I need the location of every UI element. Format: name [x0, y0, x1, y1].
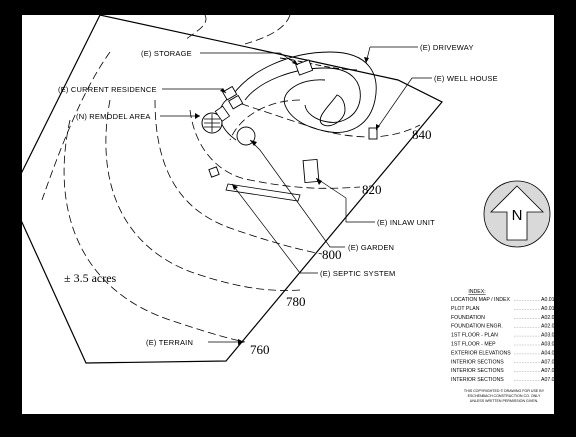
garden-leader	[249, 139, 345, 248]
index-row-sheet: A07.02	[541, 368, 558, 374]
terrain-arrowhead	[238, 339, 244, 345]
label-well-house: (E) WELL HOUSE	[434, 74, 498, 83]
copyright-line-1: THIS COPYRIGHTED © DRAWING FOR USE BY	[464, 389, 545, 393]
index-row-name: INTERIOR SECTIONS	[451, 359, 504, 365]
index-row-name: FOUNDATION ENGR.	[451, 324, 503, 330]
residence-arrowhead	[220, 88, 226, 93]
index-row-name: FOUNDATION	[451, 315, 485, 321]
index-row-sheet: A0.01	[541, 297, 555, 303]
well-house-building	[368, 127, 378, 140]
label-storage: (E) STORAGE	[141, 49, 192, 58]
contour-label-820: 820	[362, 182, 382, 197]
north-arrow: N	[483, 180, 551, 248]
north-arrow-icon	[490, 185, 544, 241]
label-current-residence: (E) CURRENT RESIDENCE	[58, 85, 157, 94]
driveway-path	[279, 57, 361, 71]
contour-top-2	[184, 14, 207, 41]
driveway-inner	[244, 67, 361, 123]
index-row-sheet: A07.01	[541, 359, 558, 365]
remodel-arrowhead	[195, 113, 200, 119]
contour-top-1	[244, 14, 291, 45]
inlaw-unit-leader	[315, 177, 375, 223]
index-row-sheet: A03.02	[541, 342, 558, 348]
index-title: INDEX:	[468, 289, 485, 295]
contour-780	[105, 99, 301, 291]
inlaw-unit-building	[302, 158, 320, 184]
index-row-name: INTERIOR SECTIONS	[451, 377, 504, 383]
index-row-sheet: A04.01	[541, 350, 558, 356]
drawing-area	[22, 15, 554, 414]
driveway	[219, 51, 377, 141]
label-driveway: (E) DRIVEWAY	[420, 43, 474, 52]
storage-leader	[200, 52, 299, 66]
driveway-island	[319, 94, 346, 127]
contour-820	[189, 109, 361, 189]
well-house-leader	[375, 77, 432, 131]
contour-lines	[41, 14, 421, 343]
contour-840	[229, 99, 421, 138]
copyright-line-2: ESCHENBACH CONSTRUCTION CO. ONLY	[468, 394, 541, 398]
septic-field	[225, 183, 301, 202]
contour-label-760: 760	[250, 342, 270, 357]
arrowheads	[195, 57, 380, 345]
copyright-line-3: UNLESS WRITTEN PERMISSION GIVEN.	[470, 399, 539, 403]
label-terrain: (E) TERRAIN	[146, 338, 193, 347]
index-row-name: 1ST FLOOR - PLAN	[451, 333, 498, 339]
remodel-area-hatch	[204, 114, 220, 132]
leader-lines	[160, 46, 432, 343]
label-inlaw-unit: (E) INLAW UNIT	[377, 218, 435, 227]
remodel-area-symbol	[201, 105, 231, 134]
small-shed	[208, 166, 220, 178]
remodel-area-addition	[214, 105, 231, 122]
index-row-name: PLOT PLAN	[451, 306, 480, 312]
inlaw-arrowhead	[316, 178, 322, 185]
area-note: ± 3.5 acres	[64, 271, 117, 285]
index-row-name: LOCATION MAP / INDEX	[451, 297, 510, 303]
septic-leader	[231, 183, 318, 274]
index-row-sheet: A0.01	[541, 306, 555, 312]
north-letter: N	[512, 207, 523, 224]
label-septic-system: (E) SEPTIC SYSTEM	[320, 269, 396, 278]
label-garden: (E) GARDEN	[348, 243, 394, 252]
well-house-arrowhead	[376, 124, 380, 130]
index-row-sheet: A03.01	[541, 333, 558, 339]
contour-label-780: 780	[286, 294, 306, 309]
index-row-sheet: A07.03	[541, 377, 558, 383]
storage-building	[295, 59, 314, 76]
current-residence-building	[222, 85, 238, 101]
index-row-name: 1ST FLOOR - MEP	[451, 342, 496, 348]
contour-760	[63, 119, 246, 343]
contour-inner	[229, 99, 301, 141]
property-boundary	[9, 14, 443, 364]
index-row-name: INTERIOR SECTIONS	[451, 368, 504, 374]
contour-label-800: 800	[322, 247, 342, 262]
index-row-name: EXTERIOR ELEVATIONS	[451, 350, 511, 356]
storage-arrowhead	[292, 60, 298, 65]
structures	[208, 59, 378, 184]
label-remodel-area: (N) REMODEL AREA	[76, 112, 151, 121]
current-residence-wing	[228, 94, 244, 110]
contour-800	[154, 99, 323, 255]
index-row-sheet: A02.02	[541, 324, 558, 330]
driveway-outer	[231, 51, 377, 133]
contour-left-1	[41, 51, 111, 201]
index-row-sheet: A02.01	[541, 315, 558, 321]
contour-label-840: 840	[412, 127, 432, 142]
driveway-arrowhead	[364, 57, 369, 63]
septic-arrowhead	[232, 184, 238, 190]
garden-arrowhead	[250, 140, 257, 146]
